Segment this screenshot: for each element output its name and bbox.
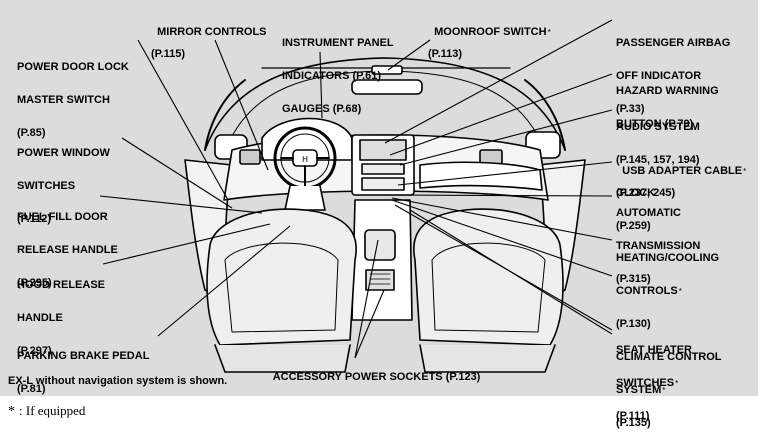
label-seat-heater: SEAT HEATER SWITCHES* (P.111) <box>616 323 692 433</box>
label-accessory-sockets: ACCESSORY POWER SOCKETS (P.123) <box>267 361 480 383</box>
passenger-seat <box>414 209 563 345</box>
label-mirror-controls: MIRROR CONTROLS (P.115) <box>151 16 267 71</box>
svg-text:H: H <box>302 155 308 164</box>
footnote: * : If equipped <box>8 403 85 420</box>
audio-unit <box>360 140 406 160</box>
footnote-text: : If equipped <box>19 403 85 418</box>
shifter <box>365 230 395 260</box>
leader-moonroof <box>388 40 430 70</box>
footnote-mark: * <box>8 404 15 419</box>
label-parking-brake: PARKING BRAKE PEDAL (P.81) <box>17 329 149 406</box>
diagram-caption: EX-L without navigation system is shown. <box>8 375 227 387</box>
label-instrument-panel: INSTRUMENT PANEL INDICATORS (P.61) GAUGE… <box>282 16 394 126</box>
label-moonroof-switch: MOONROOF SWITCH* (P.113) <box>428 16 551 71</box>
